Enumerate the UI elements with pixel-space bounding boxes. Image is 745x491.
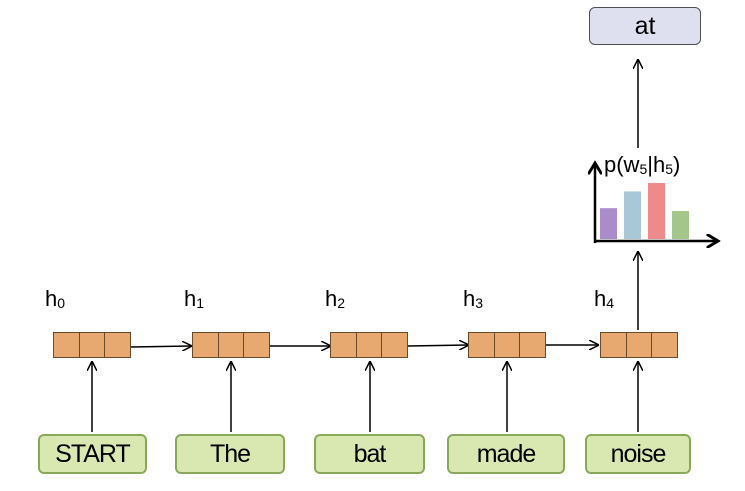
- hidden-state-vector: [600, 332, 678, 358]
- distribution-label: p(w5|h5): [604, 152, 681, 177]
- output-word: at: [589, 7, 701, 45]
- recurrent-arrow: [407, 345, 468, 346]
- hidden-label-h1: h1: [184, 286, 205, 311]
- distribution-bar: [600, 208, 617, 239]
- input-word-the: The: [175, 434, 285, 474]
- input-word-noise: noise: [585, 434, 691, 474]
- distribution-bar: [672, 211, 689, 239]
- input-word-made: made: [447, 434, 565, 474]
- hidden-label-h3: h3: [463, 286, 484, 311]
- input-word-start: START: [38, 434, 147, 474]
- distribution-bar: [624, 191, 641, 239]
- recurrent-arrow: [130, 346, 191, 347]
- hidden-state-vector: [330, 332, 408, 358]
- input-word-bat: bat: [314, 434, 425, 474]
- hidden-label-h4: h4: [594, 286, 615, 311]
- hidden-state-vector: [468, 332, 546, 358]
- distribution-bar: [648, 183, 665, 239]
- hidden-state-vector: [53, 332, 131, 358]
- hidden-label-h0: h0: [45, 286, 66, 311]
- distribution-bars: [600, 183, 689, 239]
- hidden-state-vector: [192, 332, 270, 358]
- hidden-label-h2: h2: [325, 286, 346, 311]
